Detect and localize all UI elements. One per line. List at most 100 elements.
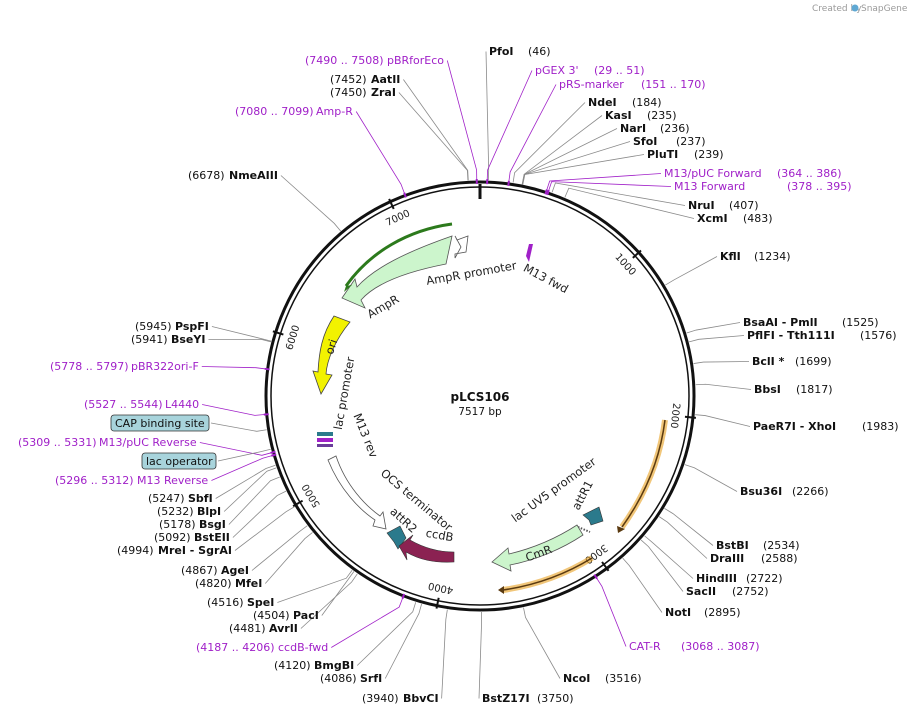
site-name-aatii[interactable]: AatII (371, 73, 400, 86)
site-name-nmeaiii[interactable]: NmeAIII (229, 169, 278, 182)
site-name-pflfi-tth111i[interactable]: PflFI - Tth111I (747, 329, 835, 342)
tick-label-7000: 7000 (384, 208, 412, 229)
site-name-sbfi[interactable]: SbfI (188, 492, 213, 505)
site-name-xcmi[interactable]: XcmI (697, 212, 728, 225)
primer-pos-ccdb-fwd: (4187 .. 4206) (196, 641, 275, 654)
ccdb-arrow[interactable] (398, 534, 455, 563)
site-name-nari[interactable]: NarI (620, 122, 646, 135)
ampr-promoter-arrow[interactable] (454, 235, 469, 259)
site-name-draiii[interactable]: DraIII (710, 552, 744, 565)
site-name-blpi[interactable]: BlpI (197, 505, 221, 518)
primer-name-cat-r[interactable]: CAT-R (629, 640, 661, 653)
site-name-bsgi[interactable]: BsgI (199, 518, 226, 531)
ori-arrow[interactable] (312, 315, 351, 395)
site-name-ndei[interactable]: NdeI (588, 96, 617, 109)
site-name-sacii[interactable]: SacII (686, 585, 716, 598)
site-name-ncoi[interactable]: NcoI (563, 672, 590, 685)
attr1-arrow[interactable] (582, 506, 604, 526)
badge-cap-binding-site-box[interactable] (110, 414, 210, 432)
leader-site-spei (277, 569, 353, 603)
site-name-agei[interactable]: AgeI (221, 564, 249, 577)
leader-site-nrui (551, 182, 686, 206)
site-name-pspfi[interactable]: PspFI (175, 320, 209, 333)
primer-name-amp-r[interactable]: Amp-R (316, 105, 353, 118)
site-name-pfoi[interactable]: PfoI (489, 45, 514, 58)
site-name-srfi[interactable]: SrfI (360, 672, 382, 685)
leader-primer-prs-marker (508, 84, 557, 182)
site-name-hindiii[interactable]: HindIII (696, 572, 737, 585)
feature-label-ori: ori (322, 337, 340, 356)
ampr-arrow[interactable] (341, 235, 453, 309)
site-name-bstz17i[interactable]: BstZ17I (482, 692, 530, 705)
site-name-bcli[interactable]: BclI * (752, 355, 785, 368)
primer-name-prs-marker[interactable]: pRS-marker (559, 78, 624, 91)
tick-label-5000: 5000 (300, 482, 322, 510)
leader-lines (199, 51, 752, 699)
primer-name-pgex3[interactable]: pGEX 3' (535, 64, 579, 77)
site-name-avrii[interactable]: AvrII (269, 622, 298, 635)
credit-prefix: Created by (812, 4, 862, 14)
site-name-bsu36i[interactable]: Bsu36I (740, 485, 782, 498)
site-pos-zrai: (7450) (330, 86, 367, 99)
cmr-arrow[interactable] (491, 524, 584, 572)
site-name-bstbi[interactable]: BstBI (716, 539, 749, 552)
leader-primer-m13-puc-reverse (199, 442, 272, 456)
m13-fwd-arrow[interactable] (526, 244, 533, 262)
snapgene-logo-icon (851, 4, 859, 12)
site-name-zrai[interactable]: ZraI (371, 86, 396, 99)
primer-name-ccdb-fwd[interactable]: ccdB-fwd (278, 641, 328, 654)
site-name-bseyi[interactable]: BseYI (171, 333, 205, 346)
leader-site-pflfi-tth111i (688, 335, 745, 343)
cap-site-feature[interactable] (317, 444, 333, 447)
site-pos-pfoi: (46) (528, 45, 551, 58)
site-pos-bmgbi: (4120) (274, 659, 311, 672)
site-name-bsaai-pmli[interactable]: BsaAI - PmlI (743, 316, 818, 329)
site-pos-kfli: (1234) (754, 250, 791, 263)
site-name-kasi[interactable]: KasI (605, 109, 632, 122)
primer-mark-m13-puc-reverse (270, 450, 276, 454)
site-name-mrei-sgrai[interactable]: MreI - SgrAI (158, 544, 232, 557)
site-name-noti[interactable]: NotI (665, 606, 691, 619)
site-name-nrui[interactable]: NruI (688, 199, 715, 212)
site-name-kfli[interactable]: KflI (720, 250, 741, 263)
site-name-sfoi[interactable]: SfoI (633, 135, 657, 148)
site-pos-bsaai-pmli: (1525) (842, 316, 879, 329)
lac-operator-feature[interactable] (317, 432, 333, 436)
lac-uv5-promoter-feature[interactable] (577, 526, 591, 533)
leader-primer-l4440 (202, 404, 265, 416)
site-name-bmgbi[interactable]: BmgBI (314, 659, 354, 672)
leader-site-nmeaiii (280, 175, 341, 232)
site-name-pluti[interactable]: PluTI (647, 148, 678, 161)
primer-name-m13-forward[interactable]: M13 Forward (674, 180, 745, 193)
primer-name-m13-puc-reverse[interactable]: M13/pUC Reverse (99, 436, 197, 449)
tick-mark-6000 (272, 330, 284, 336)
primer-name-m13-puc-forward[interactable]: M13/pUC Forward (664, 167, 762, 180)
site-name-paci[interactable]: PacI (293, 609, 319, 622)
primer-mark-m13-reverse (271, 453, 277, 457)
site-name-paer7i-xhoi[interactable]: PaeR7I - XhoI (753, 420, 836, 433)
primer-name-l4440[interactable]: L4440 (165, 398, 199, 411)
site-name-spei[interactable]: SpeI (247, 596, 274, 609)
primer-name-m13-reverse[interactable]: M13 Reverse (137, 474, 208, 487)
primer-pos-cat-r: (3068 .. 3087) (681, 640, 760, 653)
site-name-mfei[interactable]: MfeI (235, 577, 262, 590)
primer-name-pbr322ori-f[interactable]: pBR322ori-F (131, 360, 199, 373)
leader-site-draiii (658, 516, 708, 559)
leader-site-hindiii (644, 535, 694, 579)
site-name-bbsi[interactable]: BbsI (754, 383, 781, 396)
leader-site-blpi (223, 467, 277, 512)
site-name-bbvci[interactable]: BbvCI (403, 692, 439, 705)
leader-site-bseyi (208, 338, 272, 343)
site-pos-mrei-sgrai: (4994) (117, 544, 154, 557)
site-name-bsteii[interactable]: BstEII (194, 531, 230, 544)
leader-site-agei (251, 525, 308, 571)
feature-label-m13-rev: M13 rev (350, 411, 380, 460)
m13-rev-feature[interactable] (317, 438, 333, 442)
badge-lac-operator-box[interactable] (141, 452, 217, 470)
site-pos-kasi: (235) (647, 109, 677, 122)
primer-name-pbrforeco[interactable]: pBRforEco (387, 54, 444, 67)
leader-site-ncoi (523, 607, 561, 679)
ocs-terminator-arrow[interactable] (327, 455, 387, 530)
site-pos-bbvci: (3940) (362, 692, 399, 705)
